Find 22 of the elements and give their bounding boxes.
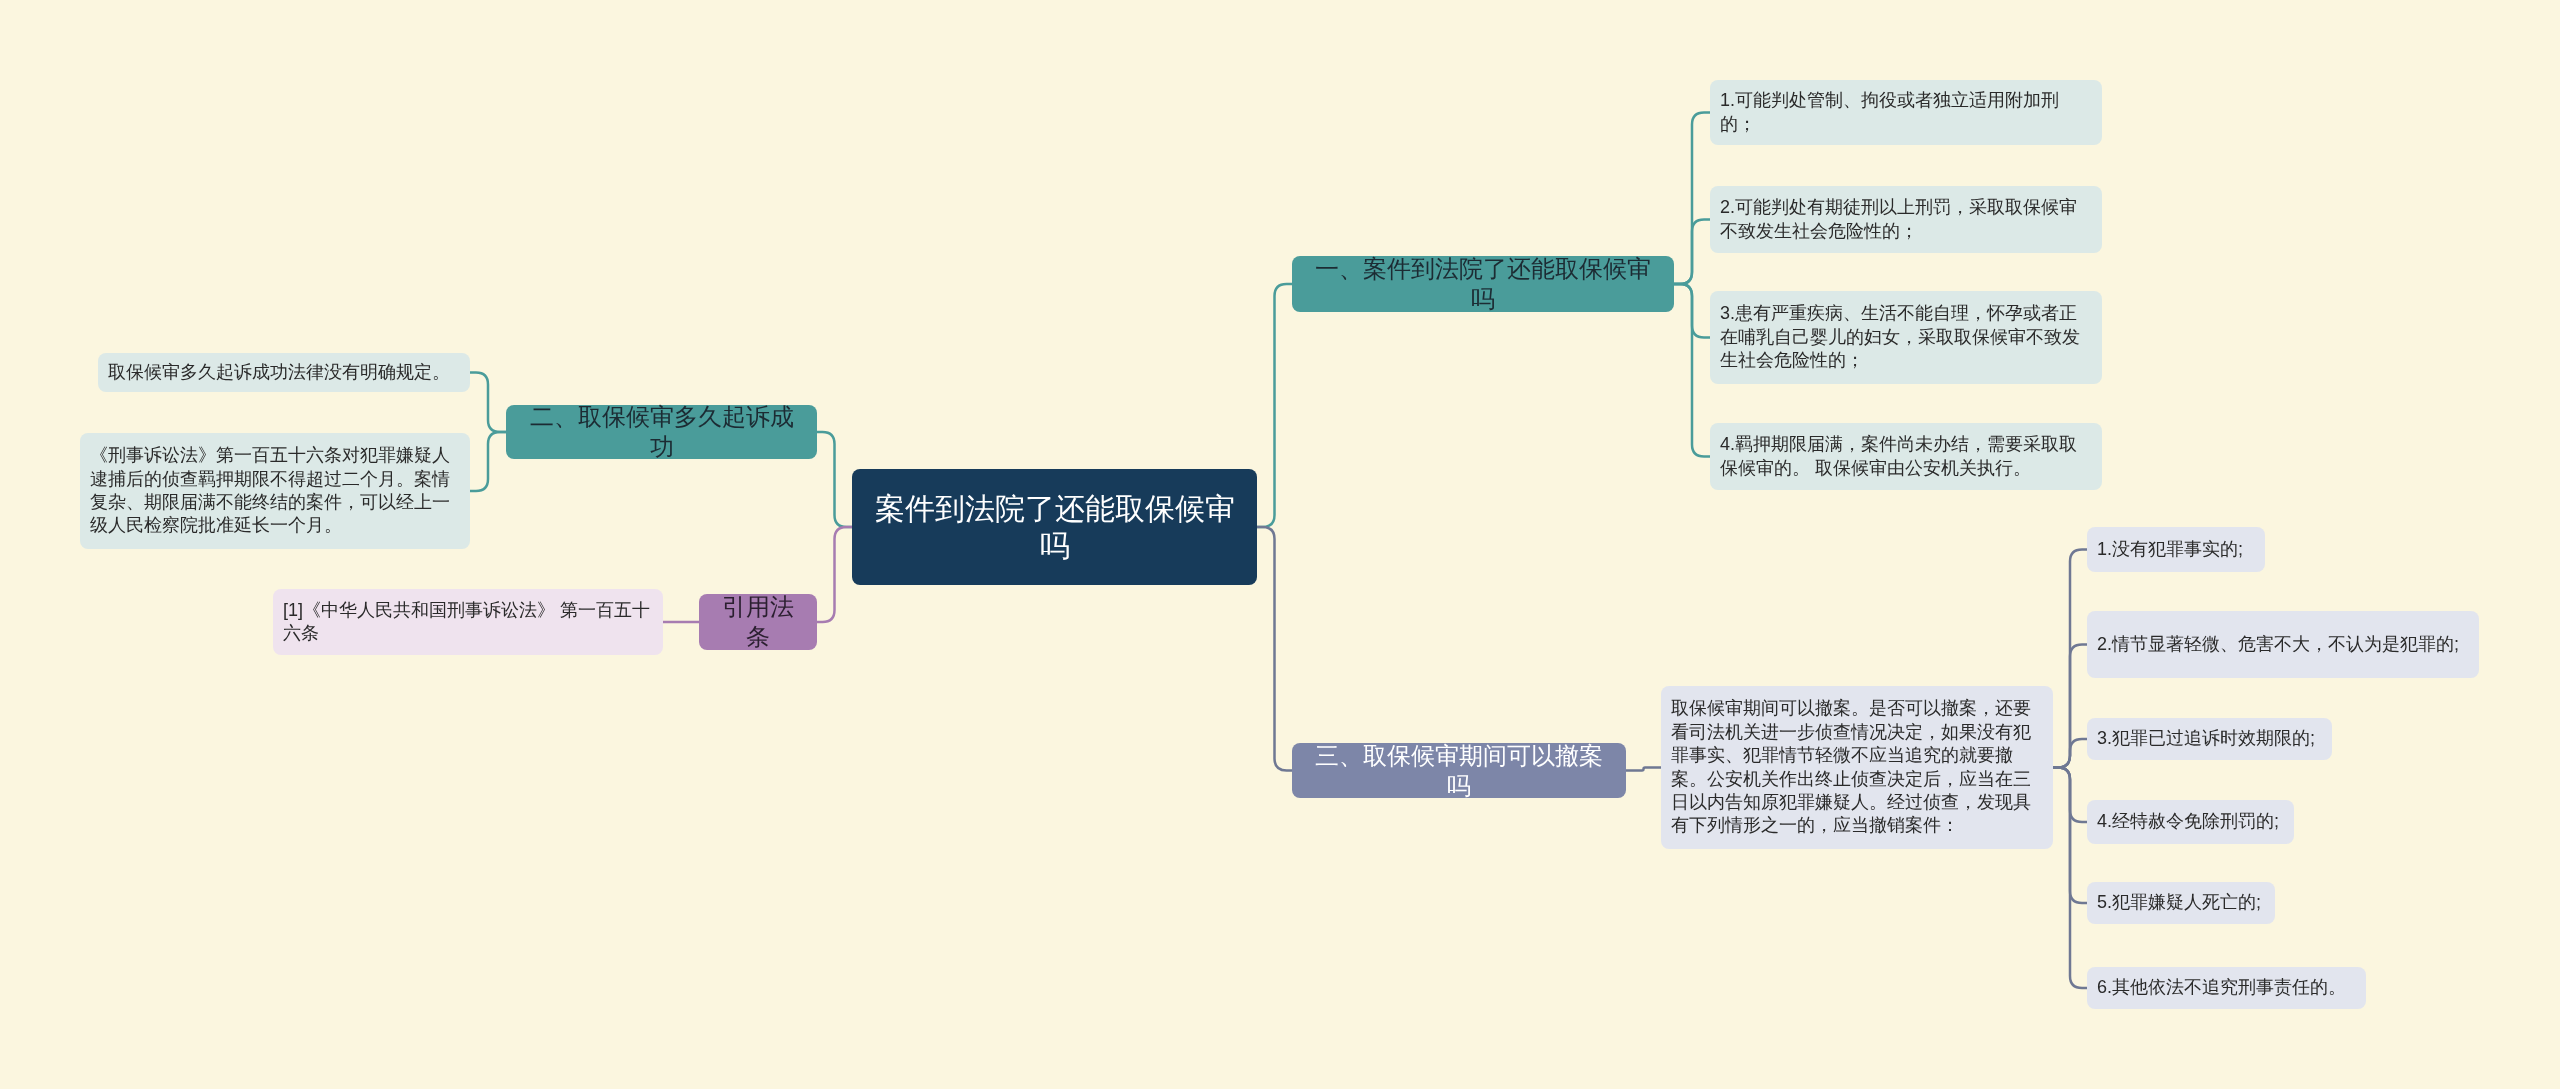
note-box: 取保候审多久起诉成功法律没有明确规定。: [98, 353, 470, 392]
note-box: 取保候审期间可以撤案。是否可以撤案，还要看司法机关进一步侦查情况决定，如果没有犯罪事实、犯罪情节轻微不应当追究的就要撤案。公安机关作出终止侦查决定后，应当在三日以内告知原犯罪嫌疑人。经过侦查，发现具有下列情形之一的，应当撤销案件：: [1661, 686, 2053, 849]
note-box: 3.患有严重疾病、生活不能自理，怀孕或者正在哺乳自己婴儿的妇女，采取取保候审不致发生社会危险性的；: [1710, 291, 2102, 384]
note-box: 3.犯罪已过追诉时效期限的;: [2087, 718, 2332, 760]
note-box: 4.经特赦令免除刑罚的;: [2087, 800, 2294, 844]
connector: [470, 430, 506, 493]
note-box: [1]《中华人民共和国刑事诉讼法》 第一百五十六条: [273, 589, 663, 655]
branch-topic-box: 三、取保候审期间可以撤案吗: [1292, 743, 1626, 798]
note-box: 1.没有犯罪事实的;: [2087, 527, 2265, 572]
connector: [1626, 766, 1661, 772]
note-box: 5.犯罪嫌疑人死亡的;: [2087, 882, 2275, 924]
note-box: 4.羁押期限届满，案件尚未办结，需要采取取保候审的。 取保候审由公安机关执行。: [1710, 423, 2102, 490]
branch-topic-box: 二、取保候审多久起诉成功: [506, 405, 817, 459]
branch-topic-box: 引用法条: [699, 594, 817, 650]
note-box: 1.可能判处管制、拘役或者独立适用附加刑的；: [1710, 80, 2102, 145]
note-box: 6.其他依法不追究刑事责任的。: [2087, 967, 2366, 1009]
central-topic-box: 案件到法院了还能取保候审吗: [852, 469, 1257, 585]
connector: [663, 620, 699, 624]
note-box: 《刑事诉讼法》第一百五十六条对犯罪嫌疑人逮捕后的侦查羁押期限不得超过二个月。案情复杂、期限届满不能终结的案件，可以经上一级人民检察院批准延长一个月。: [80, 433, 470, 549]
note-box: 2.可能判处有期徒刑以上刑罚，采取取保候审不致发生社会危险性的；: [1710, 186, 2102, 253]
branch-topic-box: 一、案件到法院了还能取保候审吗: [1292, 256, 1674, 312]
note-box: 2.情节显著轻微、危害不大，不认为是犯罪的;: [2087, 611, 2479, 678]
